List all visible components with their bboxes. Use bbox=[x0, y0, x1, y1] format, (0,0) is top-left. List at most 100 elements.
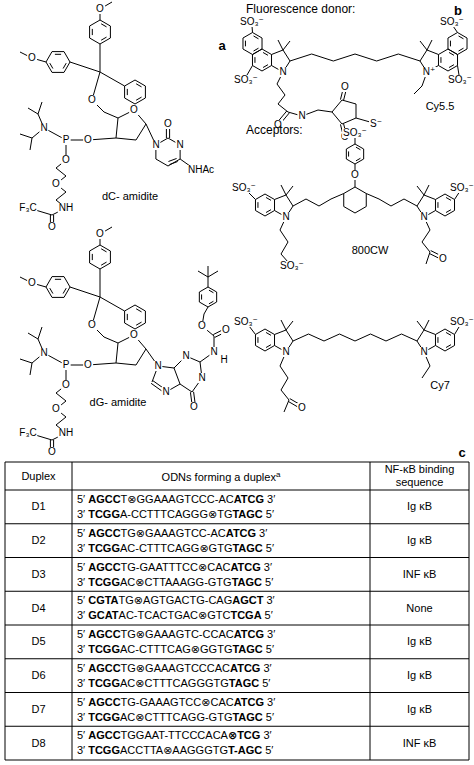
duplex-cell: D7 bbox=[5, 693, 72, 727]
odn-strand: 5′AGCCTG⊗GAAAGTCC-ACATCG3′ bbox=[77, 526, 274, 541]
odn-strand: 3′TCGGACCTTA⊗AAGGGTGT-AGC5′ bbox=[77, 743, 273, 758]
bond-line bbox=[281, 185, 286, 195]
group-heading: Acceptors: bbox=[246, 124, 303, 137]
atom-label: SO₃⁻ bbox=[342, 128, 368, 138]
bond-line bbox=[417, 321, 424, 330]
bond-line bbox=[257, 337, 258, 343]
bond-line bbox=[290, 54, 420, 61]
bond-line bbox=[136, 84, 141, 87]
bond-line bbox=[263, 65, 268, 68]
bond-line bbox=[5, 523, 469, 524]
sequence-segment: ATCG bbox=[230, 662, 260, 674]
duplex-cell: D3 bbox=[5, 558, 72, 592]
strand-pair: 5′AGCCTG-GAATTTCC⊗CACATCG3′3′TCGGAC⊗CTTA… bbox=[77, 560, 273, 590]
atom-label: O bbox=[129, 105, 139, 115]
duplex-name: D5 bbox=[31, 635, 45, 648]
sequence-segment: ACCTTA⊗AAGGGTG bbox=[120, 744, 228, 756]
sequence-segment: AGCC bbox=[88, 696, 120, 708]
duplex-name: D8 bbox=[31, 737, 45, 750]
bond-line bbox=[5, 625, 469, 626]
strand-end: 3′ bbox=[259, 527, 267, 539]
bond-line bbox=[125, 80, 146, 104]
atom-label: F₃C bbox=[18, 203, 37, 213]
binding-cell: Ig κB bbox=[370, 490, 469, 524]
bond-line bbox=[356, 147, 360, 150]
duplex-cell: D4 bbox=[5, 591, 72, 625]
strand-pair: 5′AGCCTG⊗GAAAGTC-CCACATCG3′3′TCGGAC-CTTT… bbox=[77, 627, 275, 657]
atom-label: N bbox=[161, 387, 170, 397]
table-header: Duplex bbox=[21, 470, 55, 483]
strand-end: 3′ bbox=[77, 643, 85, 655]
bond-line bbox=[72, 462, 73, 760]
bond-line bbox=[435, 329, 454, 351]
binding-cell: Ig κB bbox=[370, 693, 469, 727]
bond-line bbox=[278, 40, 283, 50]
sequence-segment: T⊗GGAAAGTCCC-AC bbox=[121, 493, 234, 505]
bond-line bbox=[437, 337, 438, 343]
strand-end: 3′ bbox=[267, 493, 275, 505]
sequence-segment: TGGAAT-TTCCCACA bbox=[121, 729, 228, 741]
atom-label: SO₃⁻ bbox=[449, 183, 474, 193]
compound-name: dC- amidite bbox=[101, 191, 159, 202]
binding-sequence: Ig κB bbox=[407, 703, 432, 716]
sequence-segment: TCGG bbox=[88, 711, 120, 723]
strand-end: 5′ bbox=[77, 696, 85, 708]
atom-label: O bbox=[27, 53, 37, 63]
strand-end: 3′ bbox=[264, 561, 272, 573]
bond-line bbox=[446, 197, 451, 200]
atom-label: N bbox=[281, 212, 290, 222]
bond-line bbox=[30, 138, 32, 150]
compound-name: dG- amidite bbox=[89, 397, 148, 408]
atom-label: O bbox=[61, 155, 71, 165]
bond-line bbox=[266, 332, 271, 335]
sequence-segment: TG-GAAAGTCC⊗CAC bbox=[121, 696, 234, 708]
bond-line bbox=[254, 57, 255, 63]
odn-strand: 5′AGCCTG-GAATTTCC⊗CACATCG3′ bbox=[77, 560, 273, 575]
odn-strand: 3′TCGGA-CCTTTCAGGG⊗TGTAGC5′ bbox=[77, 507, 275, 522]
bond-line bbox=[46, 277, 70, 298]
bond-line bbox=[288, 110, 332, 116]
bond-line bbox=[263, 52, 268, 55]
bond-line bbox=[245, 41, 246, 47]
sequence-segment: TCGG bbox=[88, 576, 120, 588]
bond-line bbox=[254, 36, 259, 39]
sequence-segment: TCGG bbox=[88, 744, 120, 756]
sequence-segment: AC-TCACTGAC⊗GTC bbox=[119, 609, 231, 621]
atom-label: O bbox=[61, 380, 71, 390]
footnote-mark: a bbox=[276, 470, 280, 479]
bond-line bbox=[255, 329, 274, 351]
atom-label: N⁺ bbox=[422, 67, 437, 77]
odn-strand: 3′TCGGAC-CTTTCAG⊗GGTGTAGC5′ bbox=[77, 642, 275, 657]
dye-name: Cy5.5 bbox=[425, 101, 456, 112]
odn-strand: 5′AGCCT⊗GGAAAGTCCC-ACATCG3′ bbox=[77, 492, 275, 507]
sequence-segment: TAGC bbox=[232, 542, 262, 554]
duplex-name: D4 bbox=[31, 602, 45, 615]
header-cell: NF-κB binding sequence bbox=[374, 462, 465, 490]
atom-label: SO₃⁻ bbox=[449, 317, 474, 327]
atom-label: N bbox=[297, 111, 306, 121]
bond-line bbox=[277, 72, 288, 112]
sequence-segment: ATCG bbox=[226, 527, 256, 539]
atom-label: N bbox=[151, 140, 160, 150]
atom-label: O bbox=[95, 4, 105, 14]
sequence-segment: TG⊗AGTGACTG-CAG bbox=[119, 594, 233, 606]
bond-line bbox=[370, 462, 371, 760]
sequence-segment: AC-CTTTCAG⊗GGTG bbox=[120, 643, 233, 655]
bond-line bbox=[280, 352, 289, 400]
atom-label: SO₃⁻ bbox=[239, 17, 265, 27]
bond-line bbox=[5, 692, 469, 693]
bond-line bbox=[70, 62, 100, 72]
bond-line bbox=[100, 269, 101, 297]
odn-strand: 5′AGCCTG⊗GAAAGTC-CCACATCG3′ bbox=[77, 627, 275, 642]
strand-end: 5′ bbox=[77, 493, 85, 505]
strand-end: 5′ bbox=[265, 744, 273, 756]
atom-label: N bbox=[175, 140, 184, 150]
bond-line bbox=[201, 294, 202, 299]
sequence-segment: A-CCTTTCAGGG⊗TG bbox=[120, 508, 233, 520]
strand-pair: 5′CGTATG⊗AGTGACTG-CAGAGCT3′3′GCATAC-TCAC… bbox=[77, 593, 275, 623]
strand-end: 5′ bbox=[77, 527, 85, 539]
duplex-cell: D2 bbox=[5, 524, 72, 558]
binding-cell: Ig κB bbox=[370, 625, 469, 659]
bond-line bbox=[5, 557, 469, 558]
duplex-name: D7 bbox=[31, 703, 45, 716]
